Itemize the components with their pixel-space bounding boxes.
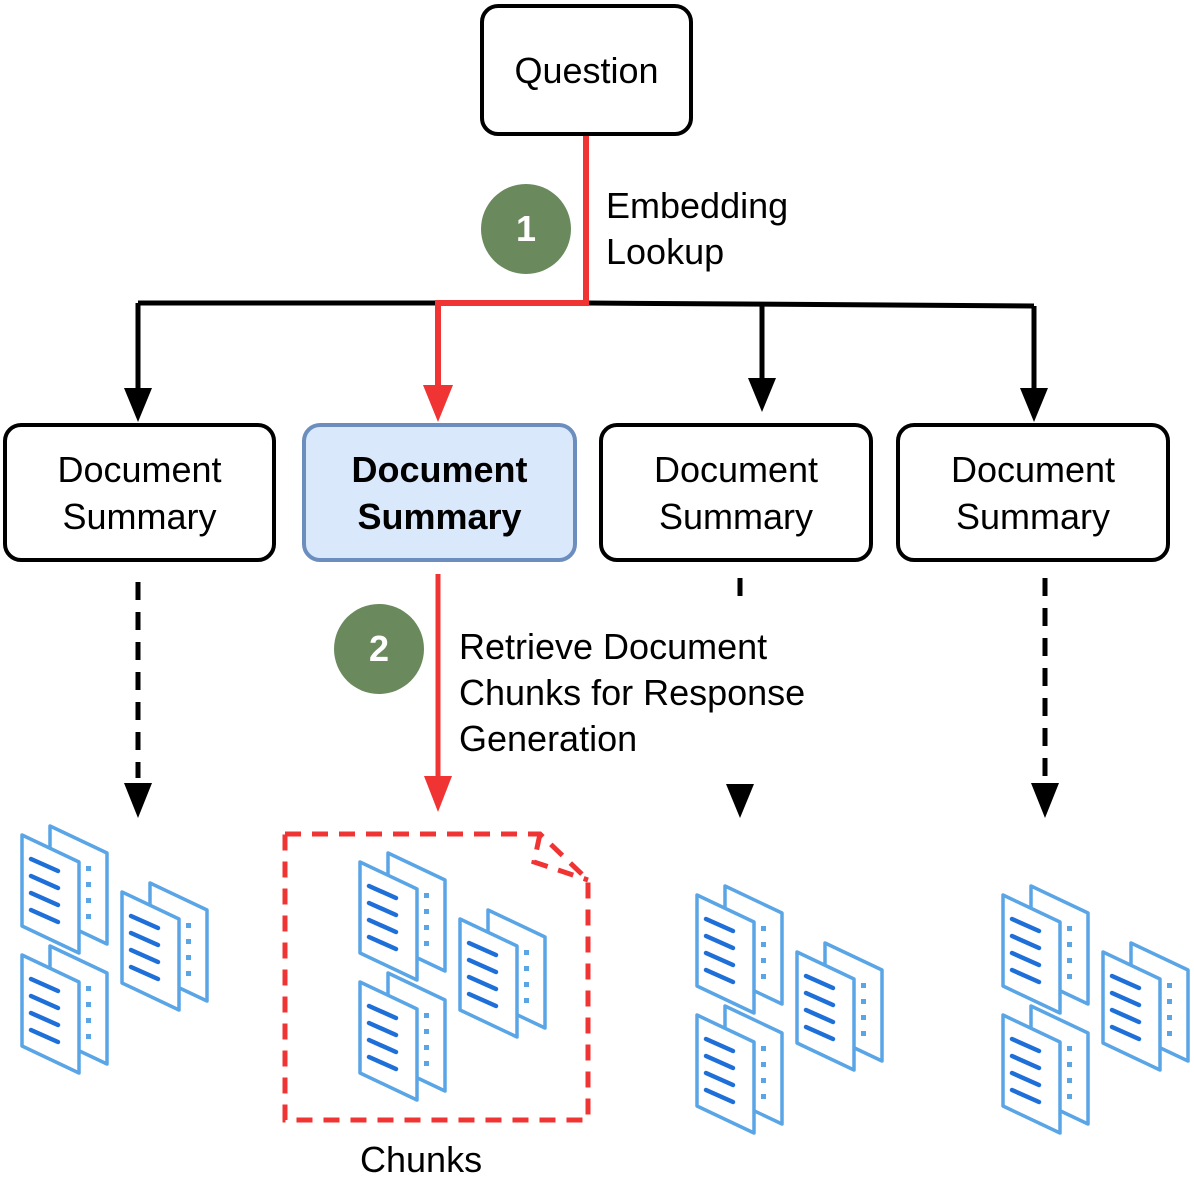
document-summary-node-2-selected: Document Summary — [302, 423, 577, 562]
summary-label-line2: Summary — [62, 495, 217, 537]
summary-label-line1: Document — [950, 448, 1116, 490]
step-1-label-line: Embedding — [606, 185, 789, 226]
document-summary-node-1: Document Summary — [3, 423, 276, 562]
document-stack-icon — [360, 853, 545, 1100]
step-2-number: 2 — [368, 628, 390, 669]
document-summary-node-4: Document Summary — [896, 423, 1170, 562]
document-stack-icon — [697, 886, 882, 1133]
chunks-label: Chunks — [360, 1139, 483, 1180]
summary-label-line1: Document — [57, 448, 222, 490]
arrowhead-chunks-1 — [124, 783, 152, 818]
step-1-label-line: Lookup — [606, 231, 725, 272]
step-2-label-line: Chunks for Response — [459, 672, 806, 713]
question-label: Question — [514, 49, 659, 91]
arrowhead-chunks-4 — [1031, 783, 1059, 818]
document-stack-icon — [1003, 886, 1188, 1133]
step-1-number: 1 — [515, 208, 537, 249]
summary-label-line1: Document — [653, 448, 819, 490]
summary-label-line2: Summary — [357, 495, 522, 537]
arrowhead-summary-4 — [1020, 388, 1048, 422]
step-2-label-line: Generation — [459, 718, 638, 759]
arrowhead-summary-3 — [748, 378, 776, 412]
step-2-label: Retrieve Document Chunks for Response Ge… — [459, 624, 805, 762]
document-stack-icon — [22, 826, 207, 1073]
step-1-label: Embedding Lookup — [606, 183, 788, 275]
arrowhead-summary-2 — [423, 385, 453, 422]
arrowhead-summary-1 — [124, 388, 152, 422]
step-2-label-line: Retrieve Document — [459, 626, 768, 667]
summary-label-line2: Summary — [955, 495, 1111, 537]
selected-chunks-frame — [282, 831, 591, 1123]
highlight-path — [435, 136, 589, 390]
arrowhead-chunks-3 — [726, 784, 754, 818]
arrowhead-chunks-2 — [424, 776, 452, 812]
step-2-badge: 2 — [334, 604, 424, 694]
step-1-badge: 1 — [481, 184, 571, 274]
question-node: Question — [480, 4, 693, 136]
summary-label-line2: Summary — [658, 495, 814, 537]
summary-label-line1: Document — [351, 448, 528, 490]
document-summary-node-3: Document Summary — [599, 423, 873, 562]
connector-branch-right — [587, 300, 1035, 309]
